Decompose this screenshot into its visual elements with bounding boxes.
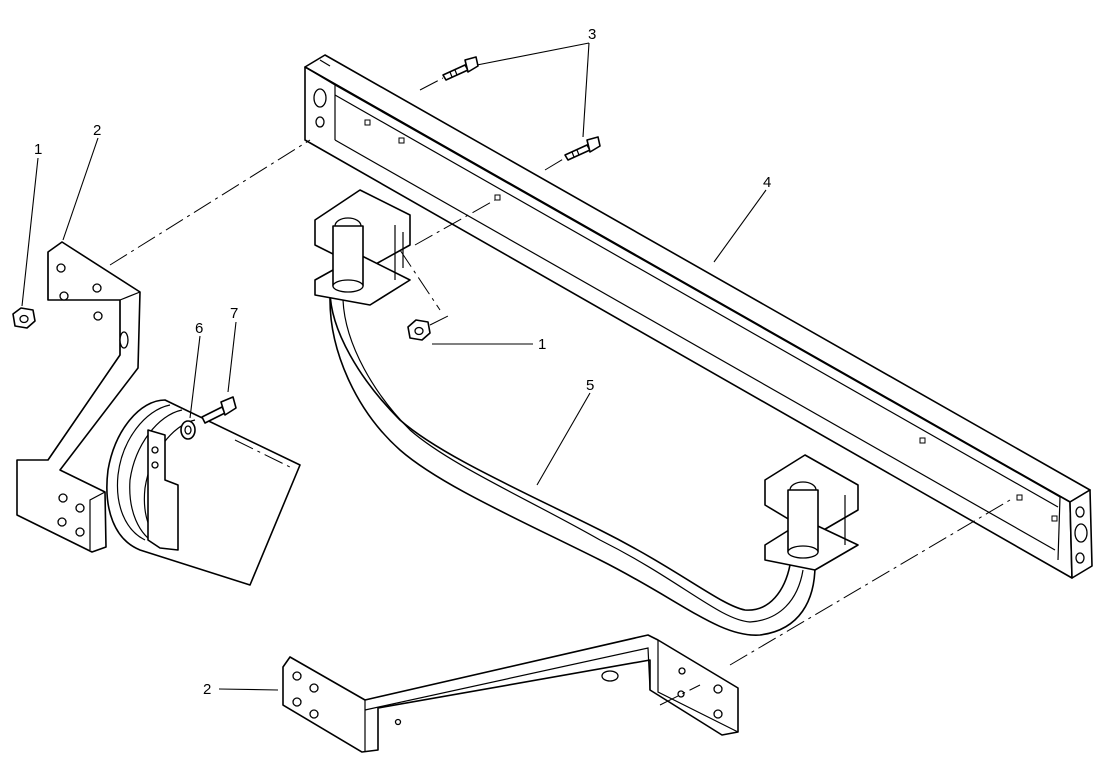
callout-labels: 1 2 3 4 1 5 6 7 2 xyxy=(34,26,771,698)
callout-5: 5 xyxy=(586,377,594,394)
mounting-bracket-lower-part-2 xyxy=(282,499,1011,753)
bolt-lower xyxy=(564,136,601,161)
callout-1-right: 1 xyxy=(538,336,546,353)
bar-bracket-left xyxy=(314,189,411,306)
callout-2-bottom: 2 xyxy=(203,681,211,698)
bolt-part-7 xyxy=(201,396,237,424)
bar-bracket-right xyxy=(764,454,859,571)
stabilizer-bar-part-5 xyxy=(314,189,859,636)
callout-3: 3 xyxy=(588,26,596,43)
callout-2-top: 2 xyxy=(93,122,101,139)
mounting-bracket-upper-part-2 xyxy=(12,139,311,553)
cross-beam-part-4 xyxy=(304,54,1093,579)
washer-part-6 xyxy=(180,420,196,440)
callout-4: 4 xyxy=(763,174,771,191)
nut-left-part-1 xyxy=(12,307,36,329)
bolts-part-3 xyxy=(419,56,601,171)
callout-7: 7 xyxy=(230,305,238,322)
nut-right-part-1 xyxy=(407,319,431,341)
bolt-upper xyxy=(442,56,479,81)
callout-1-left: 1 xyxy=(34,141,42,158)
callout-6: 6 xyxy=(195,320,203,337)
cylinder-with-clamp xyxy=(106,396,301,586)
callout-leaders xyxy=(21,42,767,691)
